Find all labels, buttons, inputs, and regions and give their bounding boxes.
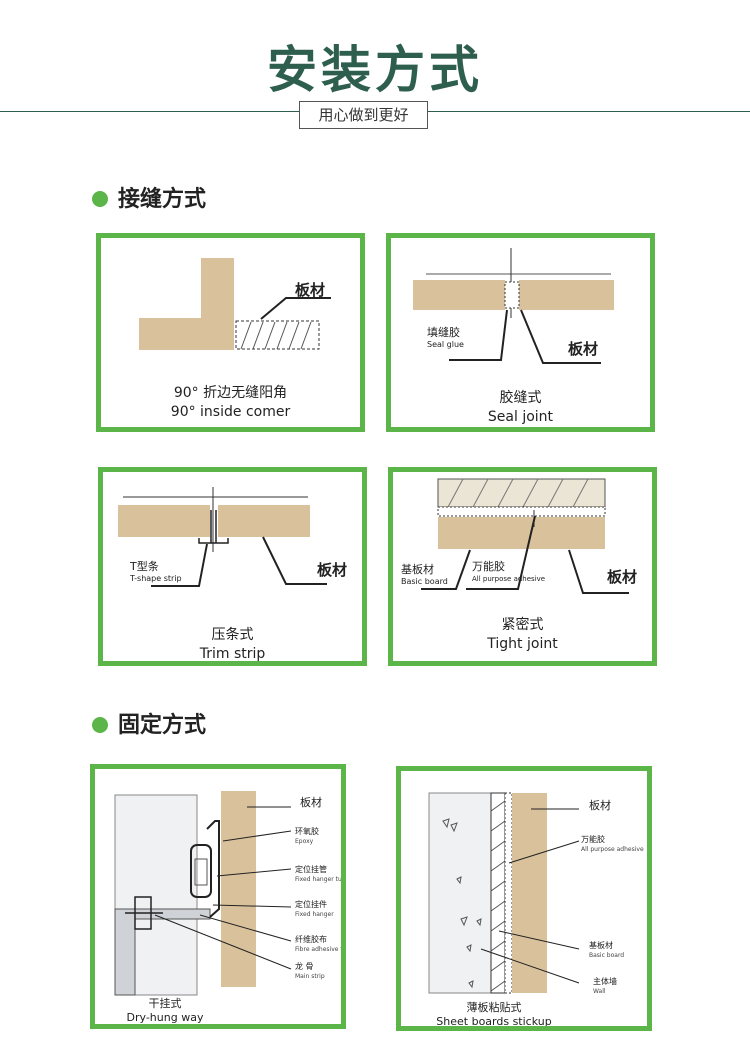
leader-adhesive	[466, 515, 536, 590]
leader-lines	[480, 808, 580, 984]
caption-en: Seal joint	[487, 409, 554, 425]
section-title-fixing: 固定方式	[92, 707, 206, 739]
joint-panel-corner: 板材 90° 折边无缝阳角 90° inside comer	[96, 233, 365, 432]
leader-line	[260, 297, 331, 320]
board-label: 板材	[295, 281, 326, 299]
board-label: 板材	[589, 799, 611, 812]
stickup-diagram	[428, 792, 580, 994]
wall-panel	[114, 794, 198, 996]
leader-board	[520, 309, 601, 364]
page-title: 安装方式	[267, 41, 483, 99]
caption-en: Dry-hung way	[126, 1011, 204, 1024]
seal-joint-diagram	[413, 248, 614, 364]
hanger-tube	[190, 844, 212, 898]
caption-cn: 紧密式	[501, 617, 544, 633]
tight-caption: 紧密式 Tight joint	[393, 616, 652, 654]
tight-joint-diagram	[421, 478, 629, 594]
board	[512, 793, 547, 993]
board-left	[118, 505, 210, 537]
leader-board	[568, 549, 629, 594]
wall	[428, 792, 492, 994]
board-label: 板材	[317, 561, 348, 579]
corner-caption: 90° 折边无缝阳角 90° inside comer	[101, 384, 360, 422]
t-shape-strip	[198, 510, 229, 544]
bullet-dot-icon	[92, 191, 108, 207]
trim-caption: 压条式 Trim strip	[103, 626, 362, 662]
hanger-tube-inner	[194, 858, 208, 886]
seal-caption: 胶缝式 Seal joint	[391, 389, 650, 427]
caption-cn: 干挂式	[148, 997, 182, 1010]
corner-joint-diagram	[139, 258, 331, 350]
board-right	[519, 280, 614, 310]
caption-cn: 90° 折边无缝阳角	[173, 385, 288, 401]
board	[221, 791, 256, 987]
hatching	[490, 800, 506, 992]
section-title-text: 固定方式	[118, 713, 207, 738]
board-label: 板材	[607, 568, 638, 586]
leader-lines	[154, 806, 292, 970]
caption-en: Trim strip	[199, 646, 266, 662]
surface-board	[437, 478, 606, 508]
dry-hung-diagram	[114, 791, 292, 996]
leader-strip	[151, 543, 208, 587]
board-label: 板材	[300, 796, 322, 809]
hatching	[240, 321, 312, 350]
caption-cn: 压条式	[211, 627, 254, 643]
hatching	[447, 478, 589, 508]
board-horizontal	[139, 318, 234, 350]
bullet-dot-icon	[92, 717, 108, 733]
trim-joint-diagram	[118, 487, 327, 587]
board-label: 板材	[568, 340, 599, 358]
adhesive-layer	[504, 792, 513, 994]
section-title-text: 接缝方式	[118, 187, 207, 212]
caption-en: Tight joint	[487, 636, 558, 652]
section-title-joints: 接缝方式	[92, 181, 206, 213]
caption-cn: 薄板粘贴式	[466, 1001, 522, 1014]
leader-board	[262, 536, 327, 585]
board-left	[413, 280, 505, 310]
base-board	[438, 517, 605, 549]
aggregate-marks	[442, 818, 482, 989]
caption-en: 90° inside comer	[170, 404, 291, 420]
fixed-hanger	[206, 820, 220, 918]
leader-base	[421, 549, 471, 590]
caption-en: Sheet boards stickup	[436, 1015, 552, 1028]
board-right	[218, 505, 310, 537]
page-subtitle: 用心做到更好	[299, 101, 428, 129]
dry-hung-caption: 干挂式 Dry-hung way	[115, 997, 215, 1024]
stickup-caption: 薄板粘贴式 Sheet boards stickup	[419, 1001, 569, 1028]
caption-cn: 胶缝式	[499, 390, 542, 406]
leader-glue	[449, 309, 508, 361]
adhesive-layer	[437, 506, 606, 517]
seal-glue	[504, 281, 520, 309]
